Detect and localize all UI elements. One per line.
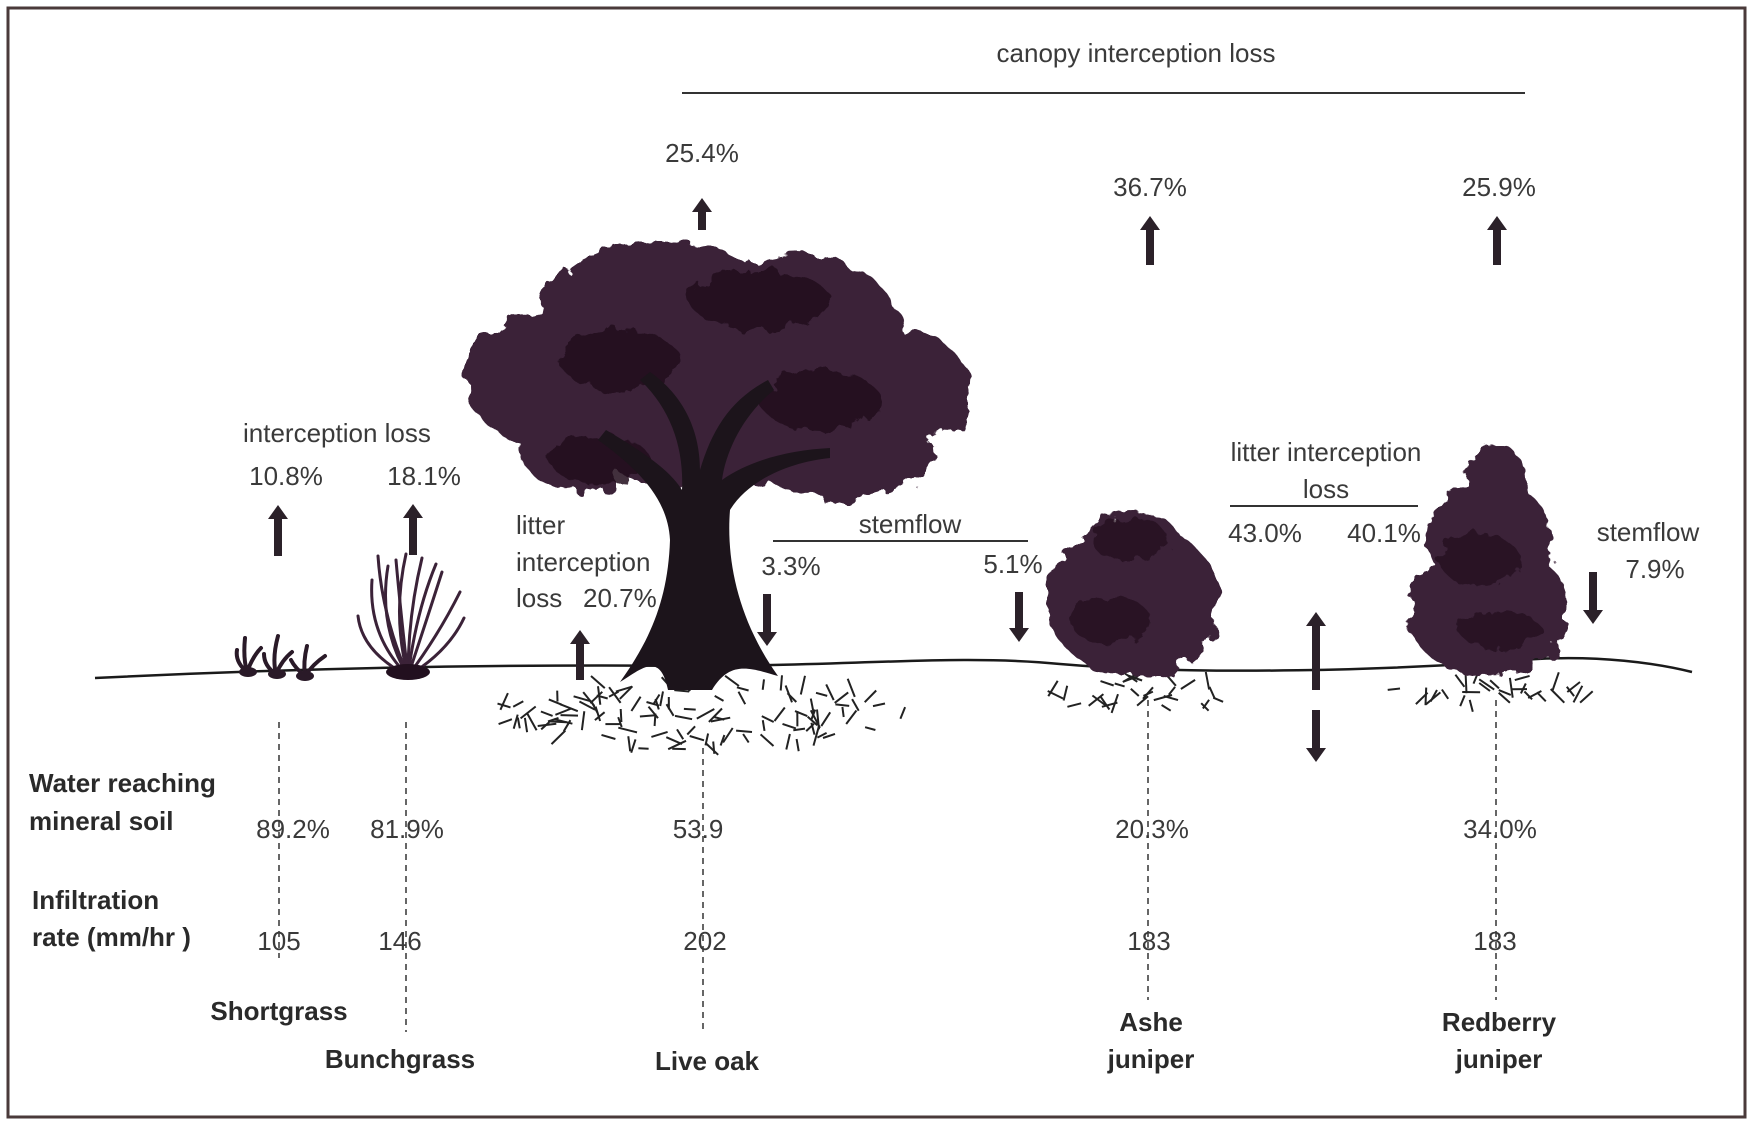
oak-stemflow-left-arrow [757, 594, 777, 646]
redberry-infiltration-value: 183 [1473, 926, 1516, 956]
bunchgrass-plant [358, 554, 464, 680]
infiltration-row-label-2: rate (mm/hr ) [32, 922, 191, 952]
oak-stemflow-title: stemflow [859, 509, 962, 539]
canopy-interception-title: canopy interception loss [997, 38, 1276, 68]
redberry-canopy-value: 25.9% [1462, 172, 1536, 202]
live-oak-water-value: 53.9 [673, 814, 724, 844]
live-oak-infiltration-value: 202 [683, 926, 726, 956]
water-row-label-2: mineral soil [29, 806, 174, 836]
live-oak-name: Live oak [655, 1046, 759, 1076]
shortgrass-infiltration-value: 105 [257, 926, 300, 956]
shortgrass-interception-arrow [268, 505, 288, 556]
shortgrass-interception-value: 10.8% [249, 461, 323, 491]
ashe-litter-up-arrow [1306, 612, 1326, 690]
oak-stemflow-left-value: 3.3% [761, 551, 820, 581]
grass-interception-title: interception loss [243, 418, 431, 448]
ashe-infiltration-value: 183 [1127, 926, 1170, 956]
ashe-juniper-litter [1048, 672, 1223, 713]
ashe-litter-down-arrow [1306, 710, 1326, 762]
oak-litter-label-1: litter [516, 510, 565, 540]
juniper-litter-label-1: litter interception [1231, 437, 1422, 467]
bunchgrass-name: Bunchgrass [325, 1044, 475, 1074]
redberry-stemflow-value: 7.9% [1625, 554, 1684, 584]
infiltration-row-label-1: Infiltration [32, 885, 159, 915]
live-oak-canopy-value: 25.4% [665, 138, 739, 168]
redberry-water-value: 34.0% [1463, 814, 1537, 844]
oak-litter-label-2: interception [516, 547, 650, 577]
redberry-juniper-name-2: juniper [1456, 1044, 1543, 1074]
live-oak-canopy-arrow [692, 198, 712, 230]
ashe-juniper-shrub [1048, 510, 1218, 678]
ashe-canopy-arrow [1140, 216, 1160, 265]
oak-stemflow-right-value: 5.1% [983, 549, 1042, 579]
arrows [268, 198, 1603, 762]
redberry-canopy-arrow [1487, 216, 1507, 265]
water-row-label-1: Water reaching [29, 768, 216, 798]
redberry-juniper-name-1: Redberry [1442, 1007, 1556, 1037]
redberry-stemflow-title: stemflow [1597, 517, 1700, 547]
redberry-juniper-shrub [1406, 444, 1570, 676]
redberry-stemflow-arrow [1583, 572, 1603, 624]
live-oak-tree [465, 240, 970, 690]
ashe-juniper-name-2: juniper [1108, 1044, 1195, 1074]
oak-litter-value: 20.7% [583, 583, 657, 613]
bunchgrass-water-value: 81.9% [370, 814, 444, 844]
shortgrass-plant [237, 636, 325, 681]
ashe-water-value: 20.3% [1115, 814, 1189, 844]
bunchgrass-interception-arrow [403, 504, 423, 555]
juniper-litter-label-2: loss [1303, 474, 1349, 504]
ashe-canopy-value: 36.7% [1113, 172, 1187, 202]
bunchgrass-interception-value: 18.1% [387, 461, 461, 491]
redberry-litter-value: 40.1% [1347, 518, 1421, 548]
bunchgrass-infiltration-value: 146 [378, 926, 421, 956]
oak-stemflow-right-arrow [1009, 592, 1029, 642]
ashe-litter-value: 43.0% [1228, 518, 1302, 548]
oak-litter-arrow [570, 630, 590, 680]
ashe-juniper-name-1: Ashe [1119, 1007, 1183, 1037]
shortgrass-name: Shortgrass [210, 996, 347, 1026]
oak-litter-label-3: loss [516, 583, 562, 613]
shortgrass-water-value: 89.2% [256, 814, 330, 844]
redberry-juniper-litter [1388, 672, 1593, 712]
